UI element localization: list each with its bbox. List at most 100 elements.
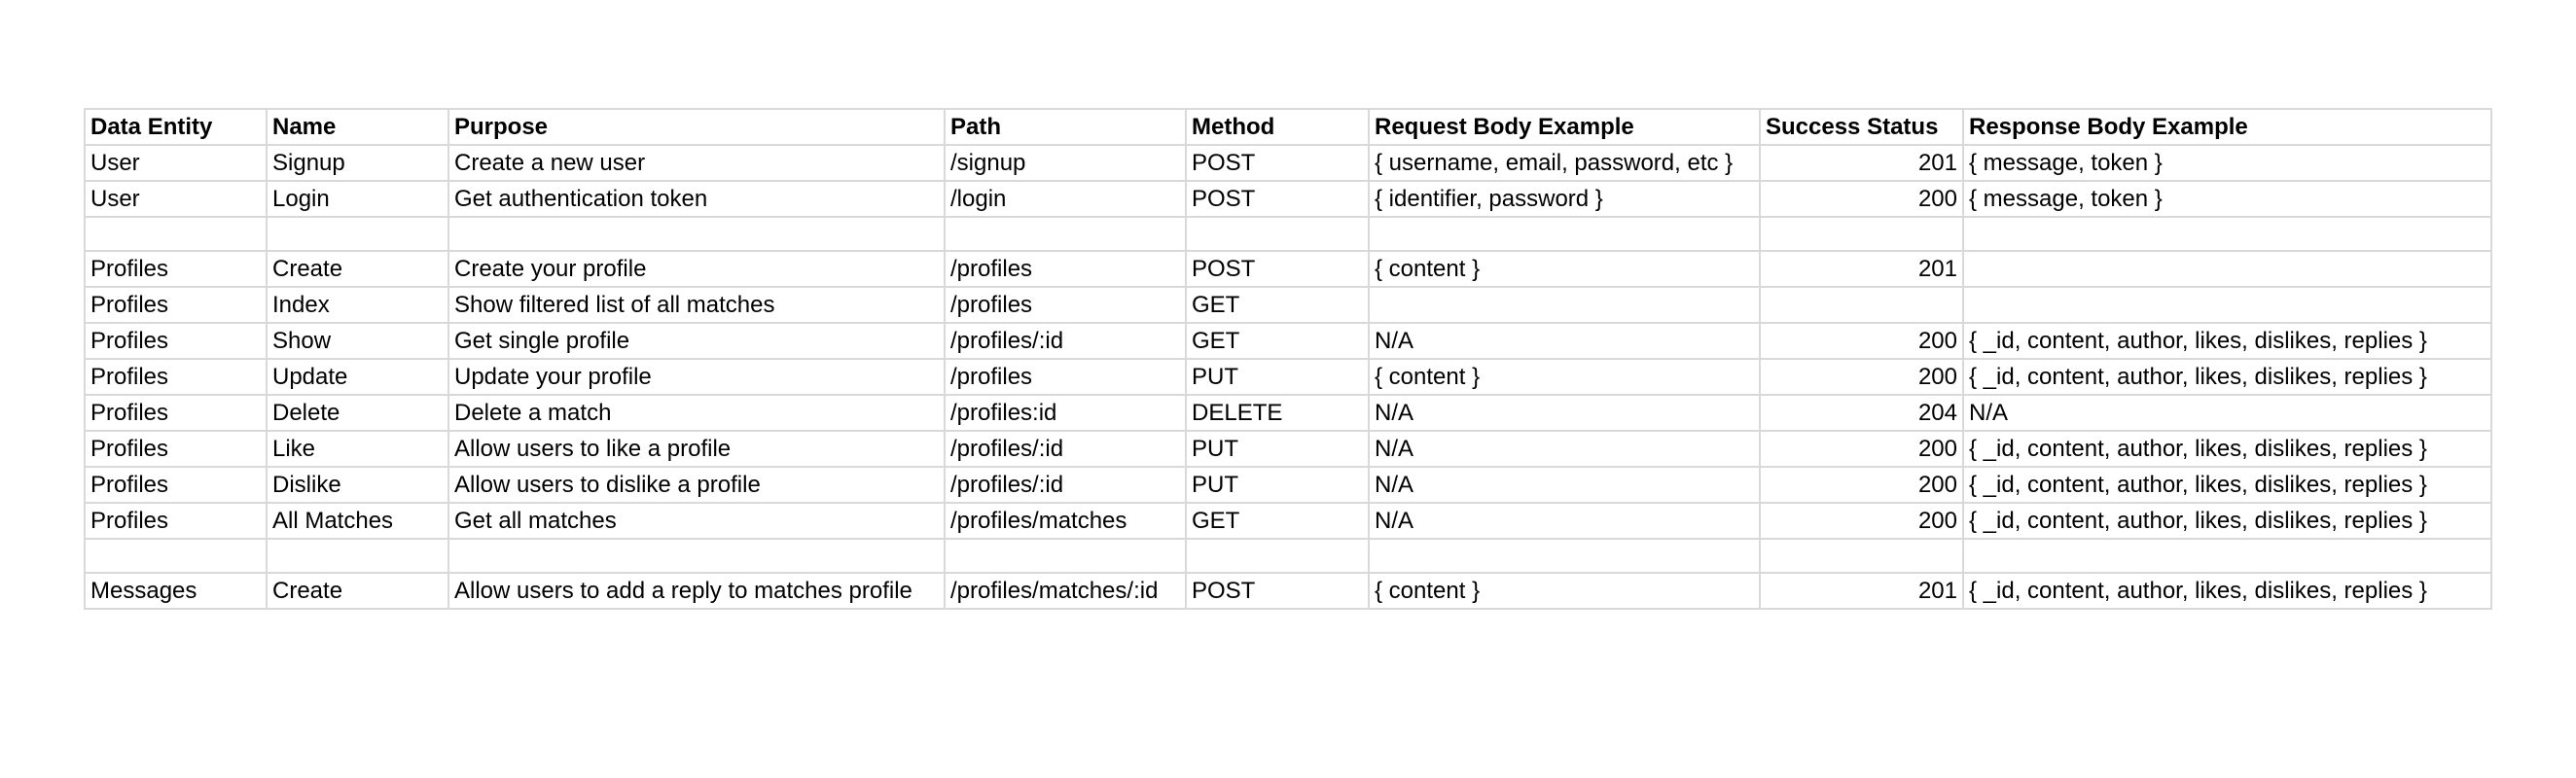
cell-request-body[interactable] — [1368, 538, 1761, 574]
cell-path[interactable] — [944, 216, 1187, 252]
cell-data-entity[interactable]: Profiles — [84, 322, 268, 360]
header-method[interactable]: Method — [1185, 108, 1370, 146]
cell-path[interactable]: /login — [944, 180, 1187, 218]
cell-method[interactable] — [1185, 216, 1370, 252]
cell-name[interactable]: Login — [266, 180, 449, 218]
cell-request-body[interactable]: { identifier, password } — [1368, 180, 1761, 218]
cell-purpose[interactable]: Show filtered list of all matches — [447, 286, 946, 324]
cell-name[interactable] — [266, 538, 449, 574]
cell-path[interactable]: /profiles/:id — [944, 466, 1187, 504]
cell-method[interactable]: POST — [1185, 572, 1370, 610]
cell-method[interactable] — [1185, 538, 1370, 574]
cell-response-body[interactable]: { message, token } — [1962, 144, 2492, 182]
cell-data-entity[interactable]: Profiles — [84, 250, 268, 288]
cell-request-body[interactable]: N/A — [1368, 502, 1761, 540]
cell-name[interactable]: Delete — [266, 394, 449, 432]
cell-data-entity[interactable]: User — [84, 180, 268, 218]
cell-method[interactable]: PUT — [1185, 358, 1370, 396]
cell-purpose[interactable] — [447, 538, 946, 574]
cell-name[interactable]: Dislike — [266, 466, 449, 504]
cell-path[interactable]: /profiles — [944, 250, 1187, 288]
cell-name[interactable] — [266, 216, 449, 252]
cell-success-status[interactable]: 200 — [1759, 322, 1964, 360]
cell-data-entity[interactable] — [84, 538, 268, 574]
cell-data-entity[interactable] — [84, 216, 268, 252]
cell-success-status[interactable]: 201 — [1759, 572, 1964, 610]
cell-name[interactable]: Like — [266, 430, 449, 468]
cell-path[interactable]: /signup — [944, 144, 1187, 182]
cell-purpose[interactable]: Allow users to add a reply to matches pr… — [447, 572, 946, 610]
cell-path[interactable]: /profiles/matches — [944, 502, 1187, 540]
cell-response-body[interactable]: { _id, content, author, likes, dislikes,… — [1962, 322, 2492, 360]
cell-request-body[interactable]: { content } — [1368, 358, 1761, 396]
cell-purpose[interactable]: Get single profile — [447, 322, 946, 360]
cell-success-status[interactable]: 200 — [1759, 502, 1964, 540]
cell-name[interactable]: Create — [266, 572, 449, 610]
cell-success-status[interactable] — [1759, 286, 1964, 324]
cell-name[interactable]: Show — [266, 322, 449, 360]
header-data-entity[interactable]: Data Entity — [84, 108, 268, 146]
cell-method[interactable]: POST — [1185, 250, 1370, 288]
cell-data-entity[interactable]: User — [84, 144, 268, 182]
header-name[interactable]: Name — [266, 108, 449, 146]
cell-response-body[interactable]: { message, token } — [1962, 180, 2492, 218]
cell-purpose[interactable]: Create your profile — [447, 250, 946, 288]
cell-success-status[interactable] — [1759, 538, 1964, 574]
cell-path[interactable]: /profiles/:id — [944, 322, 1187, 360]
cell-data-entity[interactable]: Profiles — [84, 466, 268, 504]
cell-purpose[interactable]: Create a new user — [447, 144, 946, 182]
cell-data-entity[interactable]: Profiles — [84, 358, 268, 396]
header-purpose[interactable]: Purpose — [447, 108, 946, 146]
cell-request-body[interactable]: { content } — [1368, 572, 1761, 610]
cell-path[interactable]: /profiles:id — [944, 394, 1187, 432]
cell-purpose[interactable] — [447, 216, 946, 252]
cell-path[interactable]: /profiles/:id — [944, 430, 1187, 468]
cell-purpose[interactable]: Get authentication token — [447, 180, 946, 218]
cell-data-entity[interactable]: Messages — [84, 572, 268, 610]
header-path[interactable]: Path — [944, 108, 1187, 146]
cell-response-body[interactable] — [1962, 250, 2492, 288]
cell-method[interactable]: DELETE — [1185, 394, 1370, 432]
header-success-status[interactable]: Success Status — [1759, 108, 1964, 146]
cell-name[interactable]: Update — [266, 358, 449, 396]
header-response-body-example[interactable]: Response Body Example — [1962, 108, 2492, 146]
cell-success-status[interactable]: 201 — [1759, 144, 1964, 182]
cell-data-entity[interactable]: Profiles — [84, 286, 268, 324]
cell-path[interactable]: /profiles — [944, 358, 1187, 396]
cell-response-body[interactable]: { _id, content, author, likes, dislikes,… — [1962, 572, 2492, 610]
cell-request-body[interactable]: { username, email, password, etc } — [1368, 144, 1761, 182]
cell-method[interactable]: GET — [1185, 286, 1370, 324]
cell-response-body[interactable]: N/A — [1962, 394, 2492, 432]
cell-success-status[interactable] — [1759, 216, 1964, 252]
cell-method[interactable]: POST — [1185, 180, 1370, 218]
cell-success-status[interactable]: 200 — [1759, 430, 1964, 468]
cell-method[interactable]: GET — [1185, 322, 1370, 360]
cell-response-body[interactable]: { _id, content, author, likes, dislikes,… — [1962, 430, 2492, 468]
cell-request-body[interactable] — [1368, 286, 1761, 324]
cell-data-entity[interactable]: Profiles — [84, 430, 268, 468]
cell-name[interactable]: Signup — [266, 144, 449, 182]
cell-data-entity[interactable]: Profiles — [84, 394, 268, 432]
cell-method[interactable]: PUT — [1185, 466, 1370, 504]
cell-path[interactable]: /profiles/matches/:id — [944, 572, 1187, 610]
cell-response-body[interactable]: { _id, content, author, likes, dislikes,… — [1962, 502, 2492, 540]
cell-name[interactable]: Create — [266, 250, 449, 288]
cell-name[interactable]: Index — [266, 286, 449, 324]
cell-request-body[interactable]: N/A — [1368, 430, 1761, 468]
header-request-body-example[interactable]: Request Body Example — [1368, 108, 1761, 146]
cell-purpose[interactable]: Get all matches — [447, 502, 946, 540]
cell-response-body[interactable] — [1962, 216, 2492, 252]
cell-success-status[interactable]: 201 — [1759, 250, 1964, 288]
cell-request-body[interactable]: { content } — [1368, 250, 1761, 288]
cell-request-body[interactable]: N/A — [1368, 466, 1761, 504]
cell-response-body[interactable]: { _id, content, author, likes, dislikes,… — [1962, 358, 2492, 396]
cell-response-body[interactable] — [1962, 538, 2492, 574]
cell-purpose[interactable]: Allow users to like a profile — [447, 430, 946, 468]
cell-request-body[interactable] — [1368, 216, 1761, 252]
cell-path[interactable] — [944, 538, 1187, 574]
cell-path[interactable]: /profiles — [944, 286, 1187, 324]
cell-success-status[interactable]: 204 — [1759, 394, 1964, 432]
cell-purpose[interactable]: Delete a match — [447, 394, 946, 432]
cell-success-status[interactable]: 200 — [1759, 180, 1964, 218]
cell-method[interactable]: PUT — [1185, 430, 1370, 468]
